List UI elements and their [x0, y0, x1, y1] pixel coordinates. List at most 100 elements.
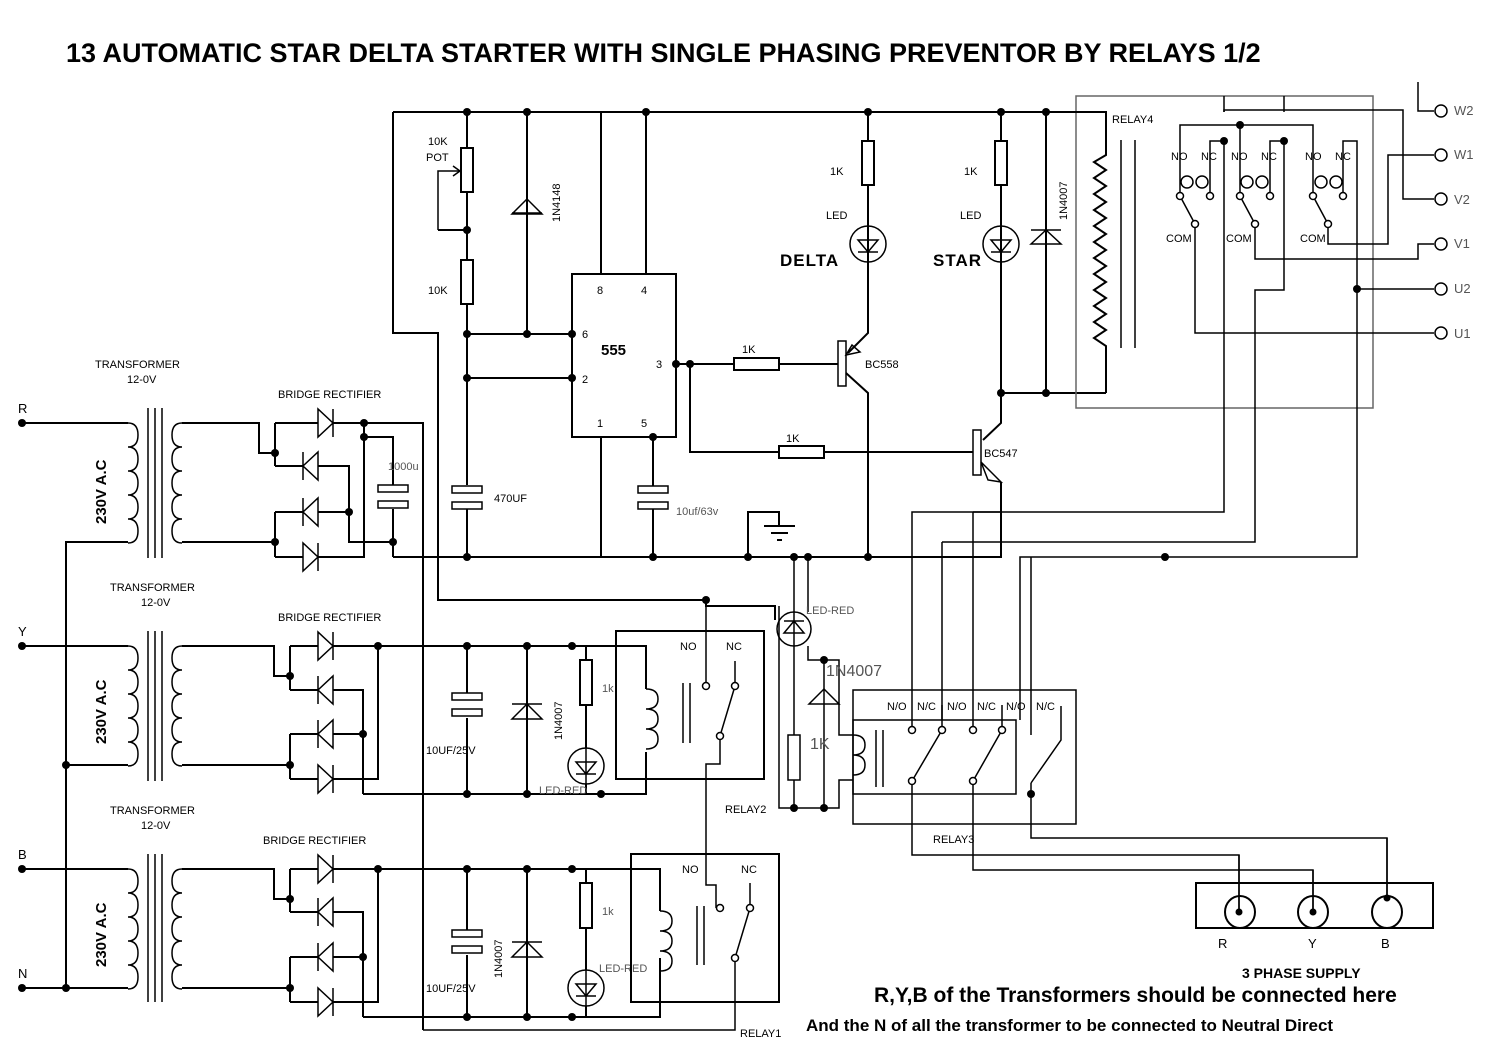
relay4-arrows [1180, 175, 1343, 189]
led-delta-label: LED [826, 210, 847, 222]
transistor-bc547-label: BC547 [984, 448, 1018, 460]
note-neutral-connection: And the N of all the transformer to be c… [806, 1016, 1333, 1035]
pin-4: 4 [641, 285, 647, 297]
bridge-y-label: BRIDGE RECTIFIER [278, 612, 381, 624]
relay1-resistor-label: 1k [602, 906, 614, 918]
relay2-label: RELAY2 [725, 804, 766, 816]
resistor-10k-label: 10K [428, 285, 448, 297]
ground-icon [764, 525, 795, 541]
relay3-no-1: N/O [887, 701, 907, 713]
page-title: 13 AUTOMATIC STAR DELTA STARTER WITH SIN… [66, 38, 1261, 68]
relay2-resistor [579, 659, 593, 706]
cap-10uf-63v [637, 501, 669, 510]
diode-1n4148-label: 1N4148 [551, 183, 563, 222]
resistor-star-label: 1K [964, 166, 978, 178]
relay1-section: 10UF/25V 1N4007 1k LED-RED NO NC RELAY1 [363, 853, 781, 1040]
relay4-nc-2: NC [1261, 151, 1277, 163]
phase-b-supply: B N 230V A.C TRANSFORMER 12-0V BRIDGE RE… [18, 805, 382, 1018]
cap-10uf-63v-label: 10uf/63v [676, 506, 719, 518]
pot-label: 10K [428, 136, 448, 148]
terminal-v1[interactable] [1434, 237, 1448, 251]
pin-3: 3 [656, 359, 662, 371]
relay1-diode [510, 940, 544, 958]
three-phase-supply: R Y B 3 PHASE SUPPLY [1195, 838, 1434, 981]
resistor-delta [861, 140, 875, 186]
transformer-b-primary-label: 230V A.C [93, 902, 110, 967]
relay2-cap [451, 708, 483, 717]
input-n-label: N [18, 966, 27, 981]
supply-terminal-y[interactable] [1297, 895, 1329, 929]
transformer-b-secondary [171, 868, 183, 990]
terminal-u1-label: U1 [1454, 326, 1471, 341]
bridge-b-label: BRIDGE RECTIFIER [263, 835, 366, 847]
motor-terminals: W2 W1 V2 V1 U2 U1 [1434, 103, 1474, 341]
relay1-led-label: LED-RED [599, 963, 647, 975]
phase-r-supply: R 230V A.C TRANSFORMER 12-0V BRIDGE RECT… [18, 359, 424, 1030]
resistor-base-npn-label: 1K [786, 433, 800, 445]
relay2-nc-label: NC [726, 641, 742, 653]
cap-1000u [377, 500, 409, 509]
relay1-diode-label: 1N4007 [493, 939, 505, 978]
transformer-y-rating: 12-0V [141, 597, 171, 609]
supply-r-label: R [1218, 936, 1227, 951]
relay3-no-2: N/O [947, 701, 967, 713]
transistor-bc558 [837, 340, 847, 387]
diode-1n4148 [510, 197, 544, 215]
terminal-u1[interactable] [1434, 326, 1448, 340]
relay1-box [630, 853, 780, 1003]
relay2-led-label: LED-RED [539, 785, 587, 797]
relay1-resistor [579, 882, 593, 929]
transformer-y-primary [127, 645, 139, 767]
ic-555-label: 555 [601, 342, 626, 359]
relay4-coil [1075, 111, 1108, 393]
input-b-label: B [18, 847, 27, 862]
ic-555 [571, 273, 677, 438]
relay3-nc-3: N/C [1036, 701, 1055, 713]
relay3-nc-2: N/C [977, 701, 996, 713]
supply-label: 3 PHASE SUPPLY [1242, 965, 1361, 981]
pot-label-2: POT [426, 152, 449, 164]
phase-y-supply: Y 230V A.C TRANSFORMER 12-0V BRIDGE RECT… [18, 582, 382, 795]
supply-terminal-r[interactable] [1224, 895, 1256, 929]
relay1-nc-label: NC [741, 864, 757, 876]
relay2-coil [645, 688, 659, 750]
relay3-coil [852, 734, 866, 776]
transistor-bc547 [972, 429, 982, 476]
relay2-resistor-label: 1k [602, 683, 614, 695]
transformer-r-secondary [171, 422, 183, 544]
relay3-resistor [787, 734, 801, 781]
pin-5: 5 [641, 418, 647, 430]
relay4-com-3: COM [1300, 233, 1326, 245]
note-ryb-connection: R,Y,B of the Transformers should be conn… [874, 984, 1397, 1007]
supply-b-label: B [1381, 936, 1390, 951]
transformer-b-label: TRANSFORMER [110, 805, 195, 817]
supply-y-label: Y [1308, 936, 1317, 951]
relay2-diode [510, 702, 544, 720]
terminal-v2-label: V2 [1454, 192, 1470, 207]
terminal-u2[interactable] [1434, 282, 1448, 296]
relay3-led-label: LED-RED [806, 605, 854, 617]
supply-terminal-block [1195, 882, 1434, 929]
relay4-label: RELAY4 [1112, 114, 1153, 126]
terminal-w2[interactable] [1434, 104, 1448, 118]
pin-8: 8 [597, 285, 603, 297]
terminal-w1[interactable] [1434, 148, 1448, 162]
pin-2: 2 [582, 374, 588, 386]
transformer-r-rating: 12-0V [127, 374, 157, 386]
driver-section: 1K LED DELTA BC558 1K LED STAR 1N4007 BC… [780, 108, 1106, 561]
transistor-bc558-label: BC558 [865, 359, 899, 371]
relay2-section: 10UF/25V 1N4007 1k LED-RED NO NC RELAY2 [363, 596, 766, 908]
relay1-no-label: NO [682, 864, 699, 876]
relay3-label: RELAY3 [933, 834, 974, 846]
input-y-label: Y [18, 624, 27, 639]
led-star-label: LED [960, 210, 981, 222]
terminal-u2-label: U2 [1454, 281, 1471, 296]
relay3-no-3: N/O [1006, 701, 1026, 713]
terminal-v2[interactable] [1434, 192, 1448, 206]
relay3-nc-1: N/C [917, 701, 936, 713]
input-r-label: R [18, 401, 27, 416]
pin-1: 1 [597, 418, 603, 430]
transformer-y-primary-label: 230V A.C [93, 679, 110, 744]
relay4-nc-1: NC [1201, 151, 1217, 163]
